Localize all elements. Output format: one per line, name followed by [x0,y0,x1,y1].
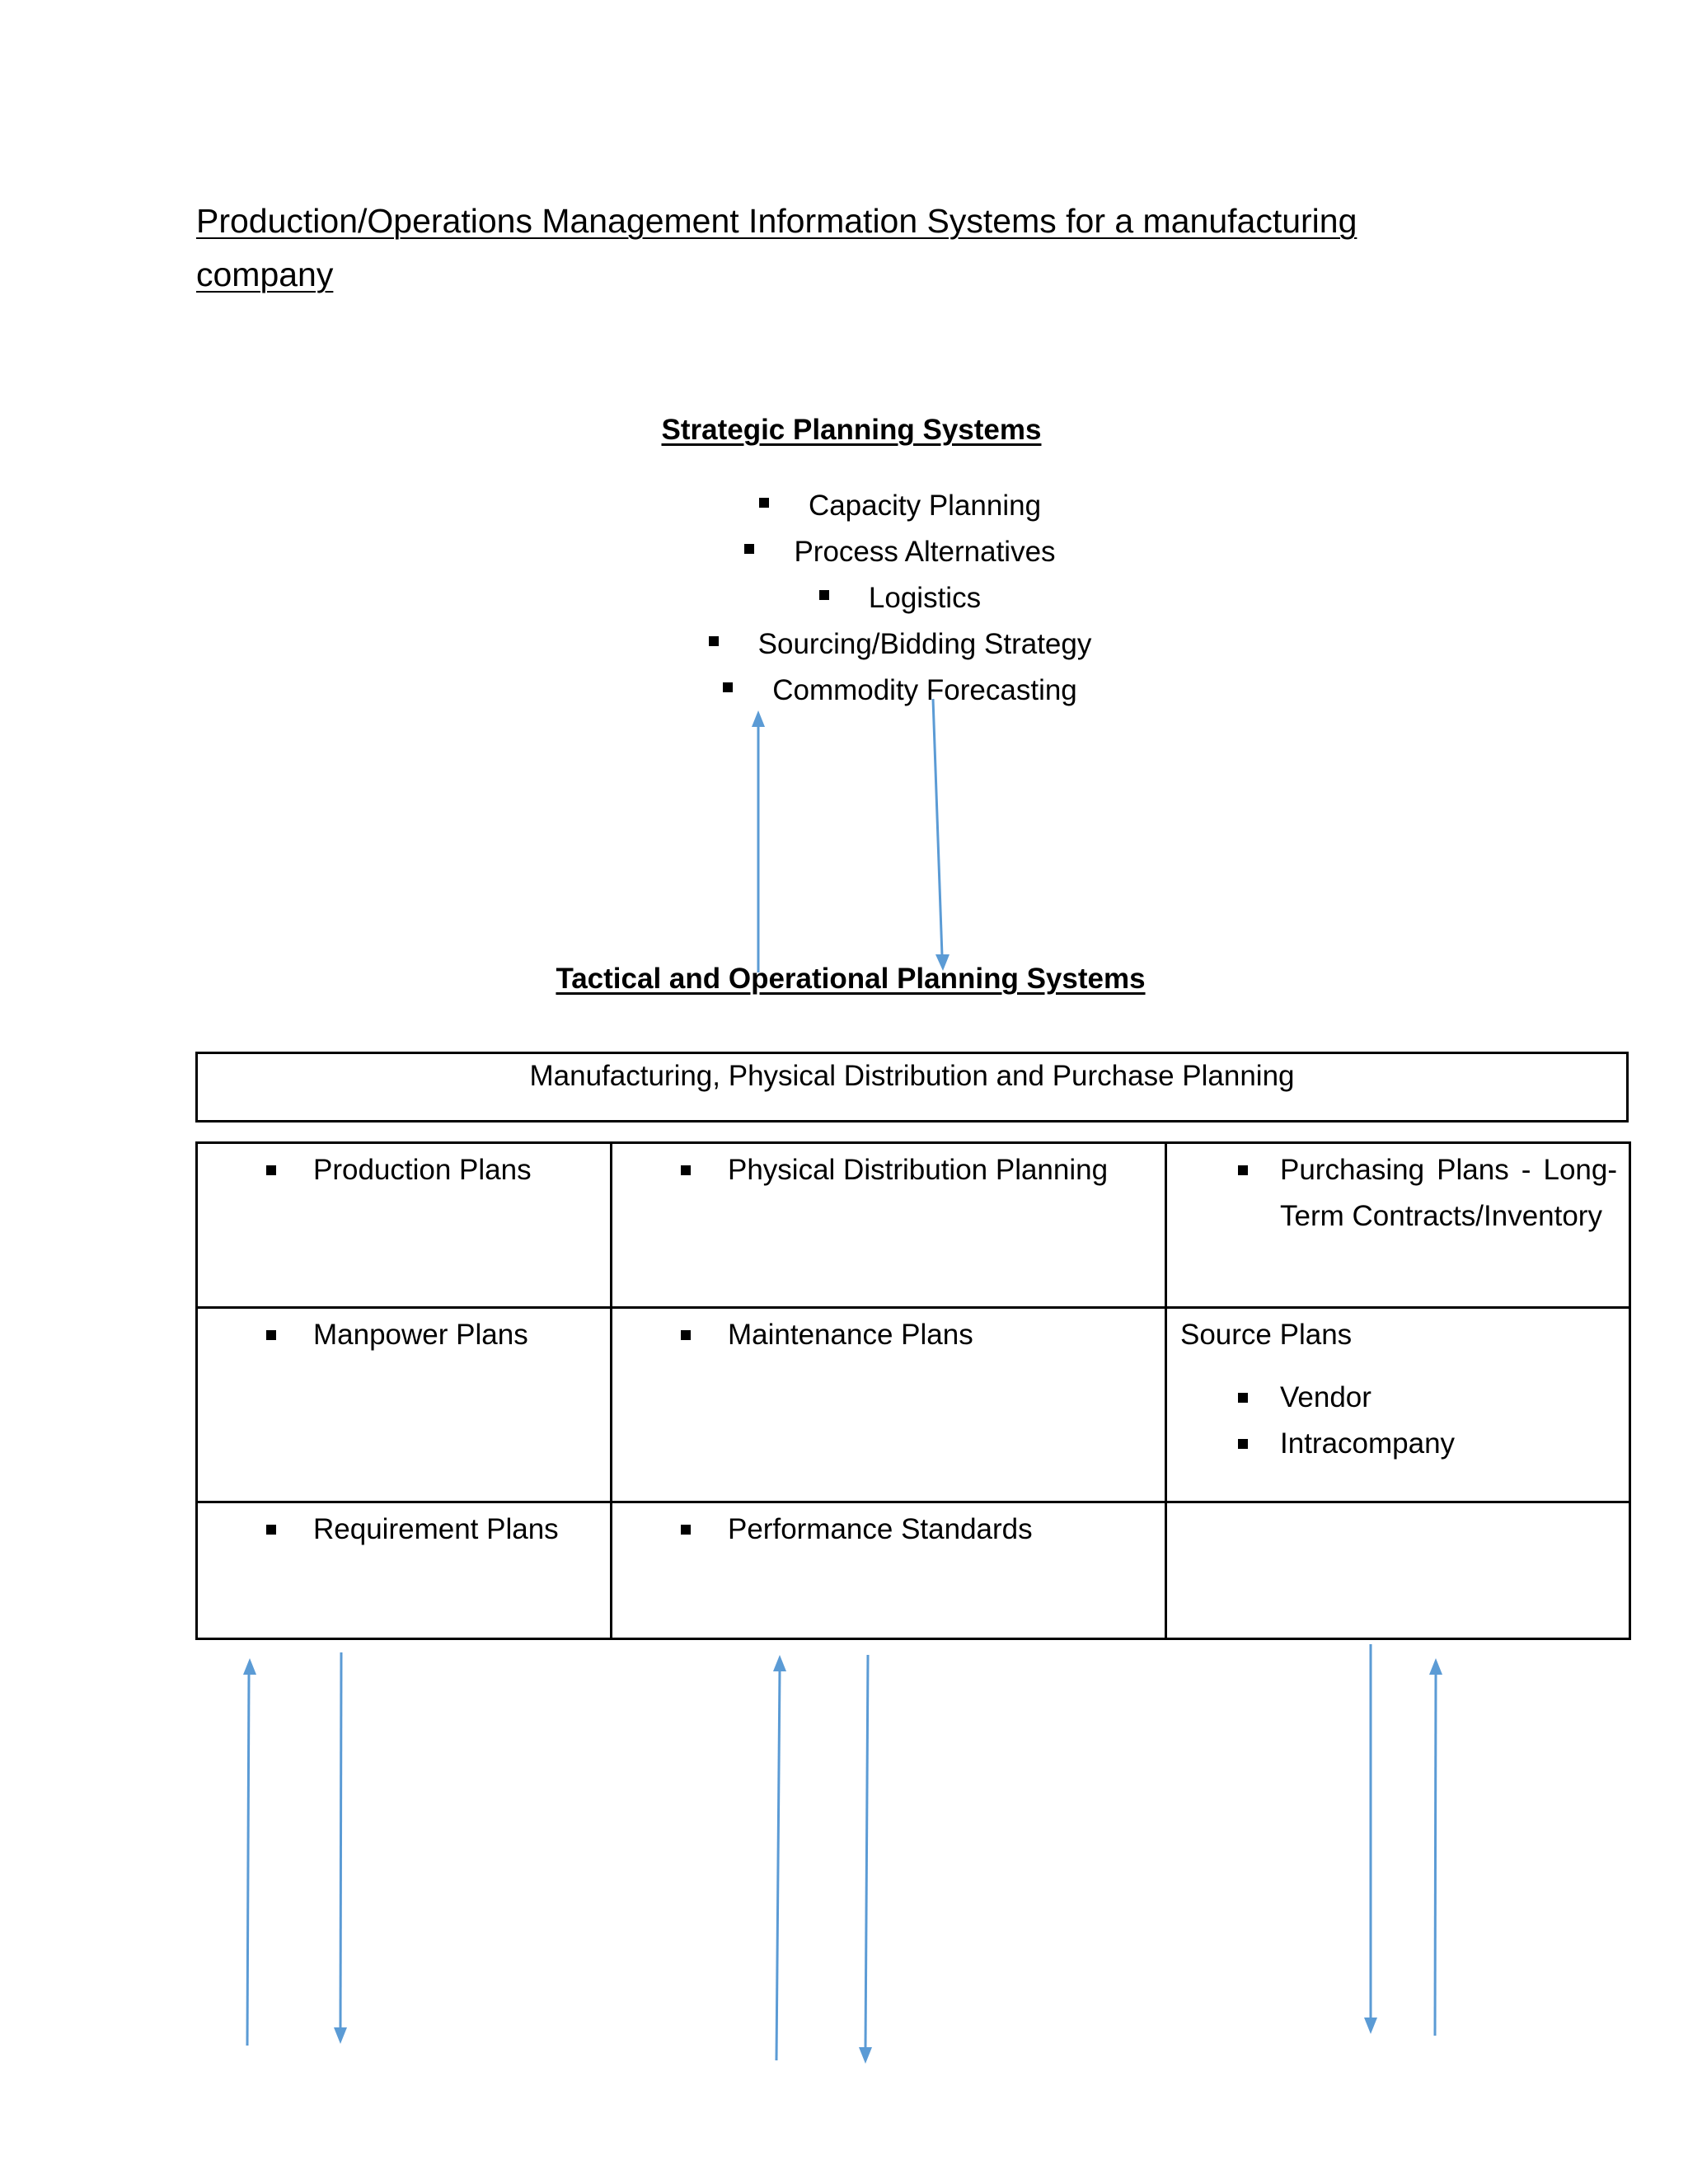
arrow-up-icon [1433,1672,1437,2036]
grid-item: Vendor [1167,1375,1629,1421]
grid-cell: Maintenance Plans [610,1306,1167,1503]
grid-row: Requirement Plans Performance Standards [195,1501,1631,1640]
grid-cell: Source Plans Vendor Intracompany [1165,1306,1631,1503]
strategic-item-label: Sourcing/Bidding Strategy [757,628,1092,660]
tactical-operational-heading: Tactical and Operational Planning System… [556,963,1146,995]
grid-item: Requirement Plans [198,1503,610,1553]
planning-header-label: Manufacturing, Physical Distribution and… [529,1060,1295,1092]
grid-row: Production Plans Physical Distribution P… [195,1141,1631,1309]
grid-item-label: Requirement Plans [313,1513,559,1545]
grid-item-label: Production Plans [313,1154,532,1186]
arrow-down-icon [864,1654,870,2050]
strategic-planning-list: Capacity Planning Process Alternatives L… [0,483,1688,714]
square-bullet-icon [708,635,719,646]
grid-item-label: Intracompany [1280,1427,1456,1460]
arrowhead-up-icon [773,1655,786,1671]
strategic-item-label: Capacity Planning [808,490,1042,522]
grid-cell: Performance Standards [610,1501,1167,1640]
grid-item: Intracompany [1167,1421,1629,1467]
square-bullet-icon [1238,1393,1248,1403]
grid-row: Manpower Plans Maintenance Plans Source … [195,1306,1631,1503]
grid-item: Purchasing Plans - Long-Term Contracts/I… [1167,1144,1629,1240]
grid-cell: Manpower Plans [195,1306,612,1503]
grid-item-label: Vendor [1280,1381,1372,1413]
grid-cell: Physical Distribution Planning [610,1141,1167,1309]
strategic-item-label: Logistics [868,582,982,614]
grid-item: Production Plans [198,1144,610,1193]
grid-item: Physical Distribution Planning [612,1144,1165,1193]
strategic-item: Commodity Forecasting [56,668,1688,714]
grid-cell: Purchasing Plans - Long-Term Contracts/I… [1165,1141,1631,1309]
square-bullet-icon [744,543,755,554]
arrowhead-up-icon [243,1658,256,1675]
page-title: Production/Operations Management Informa… [196,202,1357,293]
strategic-item-label: Commodity Forecasting [772,674,1077,706]
arrowhead-down-icon [1364,2018,1377,2034]
square-bullet-icon [266,1330,276,1340]
arrow-down-icon [339,1652,343,2030]
strategic-item: Capacity Planning [56,483,1688,529]
grid-item: Manpower Plans [198,1309,610,1358]
square-bullet-icon [723,682,734,692]
square-bullet-icon [1238,1165,1248,1175]
square-bullet-icon [681,1525,691,1535]
strategic-planning-heading: Strategic Planning Systems [661,414,1042,446]
source-plans-list: Vendor Intracompany [1167,1375,1629,1467]
square-bullet-icon [681,1165,691,1175]
arrowhead-down-icon [859,2047,872,2064]
strategic-item: Process Alternatives [56,529,1688,575]
square-bullet-icon [758,497,769,508]
grid-item-label: Physical Distribution Planning [728,1154,1109,1186]
arrow-up-icon [246,1672,251,2046]
grid-item: Performance Standards [612,1503,1165,1553]
arrowhead-down-icon [334,2027,347,2044]
grid-cell: Requirement Plans [195,1501,612,1640]
arrow-up-icon [775,1669,781,2061]
planning-header-box: Manufacturing, Physical Distribution and… [195,1052,1629,1122]
grid-item-label: Manpower Plans [313,1319,528,1351]
square-bullet-icon [681,1330,691,1340]
grid-item-label: Performance Standards [728,1513,1033,1545]
strategic-item: Logistics [56,575,1688,621]
square-bullet-icon [266,1525,276,1535]
square-bullet-icon [1238,1439,1248,1449]
grid-item-label: Maintenance Plans [728,1319,973,1351]
arrow-down-icon [931,698,944,957]
arrowhead-up-icon [1429,1658,1442,1675]
square-bullet-icon [818,589,829,600]
strategic-item: Sourcing/Bidding Strategy [56,621,1688,668]
grid-cell-empty [1165,1501,1631,1640]
strategic-item-label: Process Alternatives [794,536,1056,568]
grid-item: Maintenance Plans [612,1309,1165,1358]
grid-cell: Production Plans [195,1141,612,1309]
grid-item-label: Purchasing Plans - Long-Term Contracts/I… [1280,1154,1617,1232]
planning-grid: Production Plans Physical Distribution P… [195,1141,1631,1640]
source-plans-label: Source Plans [1180,1319,1353,1351]
square-bullet-icon [266,1165,276,1175]
